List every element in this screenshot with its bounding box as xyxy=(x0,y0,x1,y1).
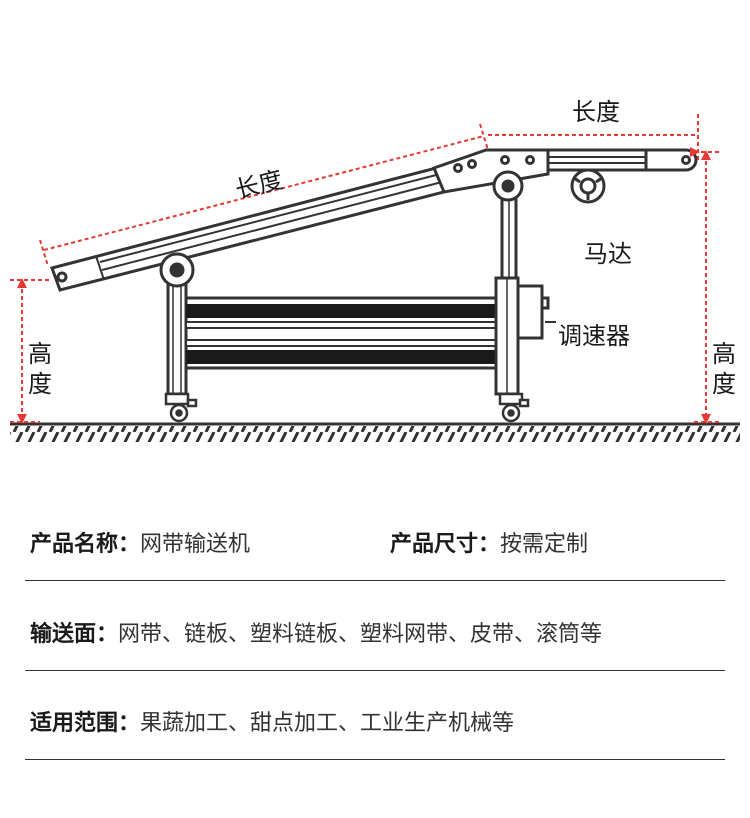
spec-key-application: 适用范围： xyxy=(30,711,141,736)
divider xyxy=(25,580,725,581)
spec-value-surface: 网带、链板、塑料链板、塑料网带、皮带、滚筒等 xyxy=(118,622,603,647)
motor-icon xyxy=(570,168,606,204)
lower-frame xyxy=(184,276,520,396)
spec-value-name: 网带输送机 xyxy=(140,532,251,557)
spec-key-size: 产品尺寸： xyxy=(390,532,501,557)
label-motor: 马达 xyxy=(584,240,632,268)
left-leg xyxy=(166,280,188,396)
right-caster xyxy=(498,392,530,423)
label-top-length: 长度 xyxy=(572,98,620,126)
dimension-incline-length xyxy=(39,123,489,267)
dimension-left-height xyxy=(10,279,50,423)
spec-row-surface: 输送面：网带、链板、塑料链板、塑料网带、皮带、滚筒等 xyxy=(30,620,720,650)
left-caster xyxy=(164,392,198,423)
label-incline-length: 长度 xyxy=(232,165,285,204)
label-speed-controller: 调速器 xyxy=(558,322,630,350)
divider xyxy=(25,670,725,671)
left-pulley xyxy=(159,252,195,288)
dimension-right-height xyxy=(694,151,722,423)
label-left-height-1: 高 xyxy=(28,340,52,368)
spec-row-application: 适用范围：果蔬加工、甜点加工、工业生产机械等 xyxy=(30,709,720,739)
spec-key-surface: 输送面： xyxy=(30,622,119,647)
joint-plate xyxy=(432,148,550,194)
spec-row-name-size: 产品名称：网带输送机 产品尺寸：按需定制 xyxy=(30,530,720,560)
ground xyxy=(10,422,740,442)
top-beam xyxy=(546,148,698,172)
divider xyxy=(25,759,725,760)
spec-value-size: 按需定制 xyxy=(500,532,589,557)
spec-value-application: 果蔬加工、甜点加工、工业生产机械等 xyxy=(140,711,515,736)
conveyor-diagram: 长度 长度 马达 调速器 高 度 高 度 xyxy=(10,98,740,442)
label-left-height-2: 度 xyxy=(28,370,52,398)
label-right-height-1: 高 xyxy=(712,340,736,368)
speed-controller-box xyxy=(516,284,556,340)
spec-key-name: 产品名称： xyxy=(30,532,141,557)
right-pulley xyxy=(492,170,524,202)
dimension-arrowheads xyxy=(17,147,711,424)
label-right-height-2: 度 xyxy=(712,370,736,398)
